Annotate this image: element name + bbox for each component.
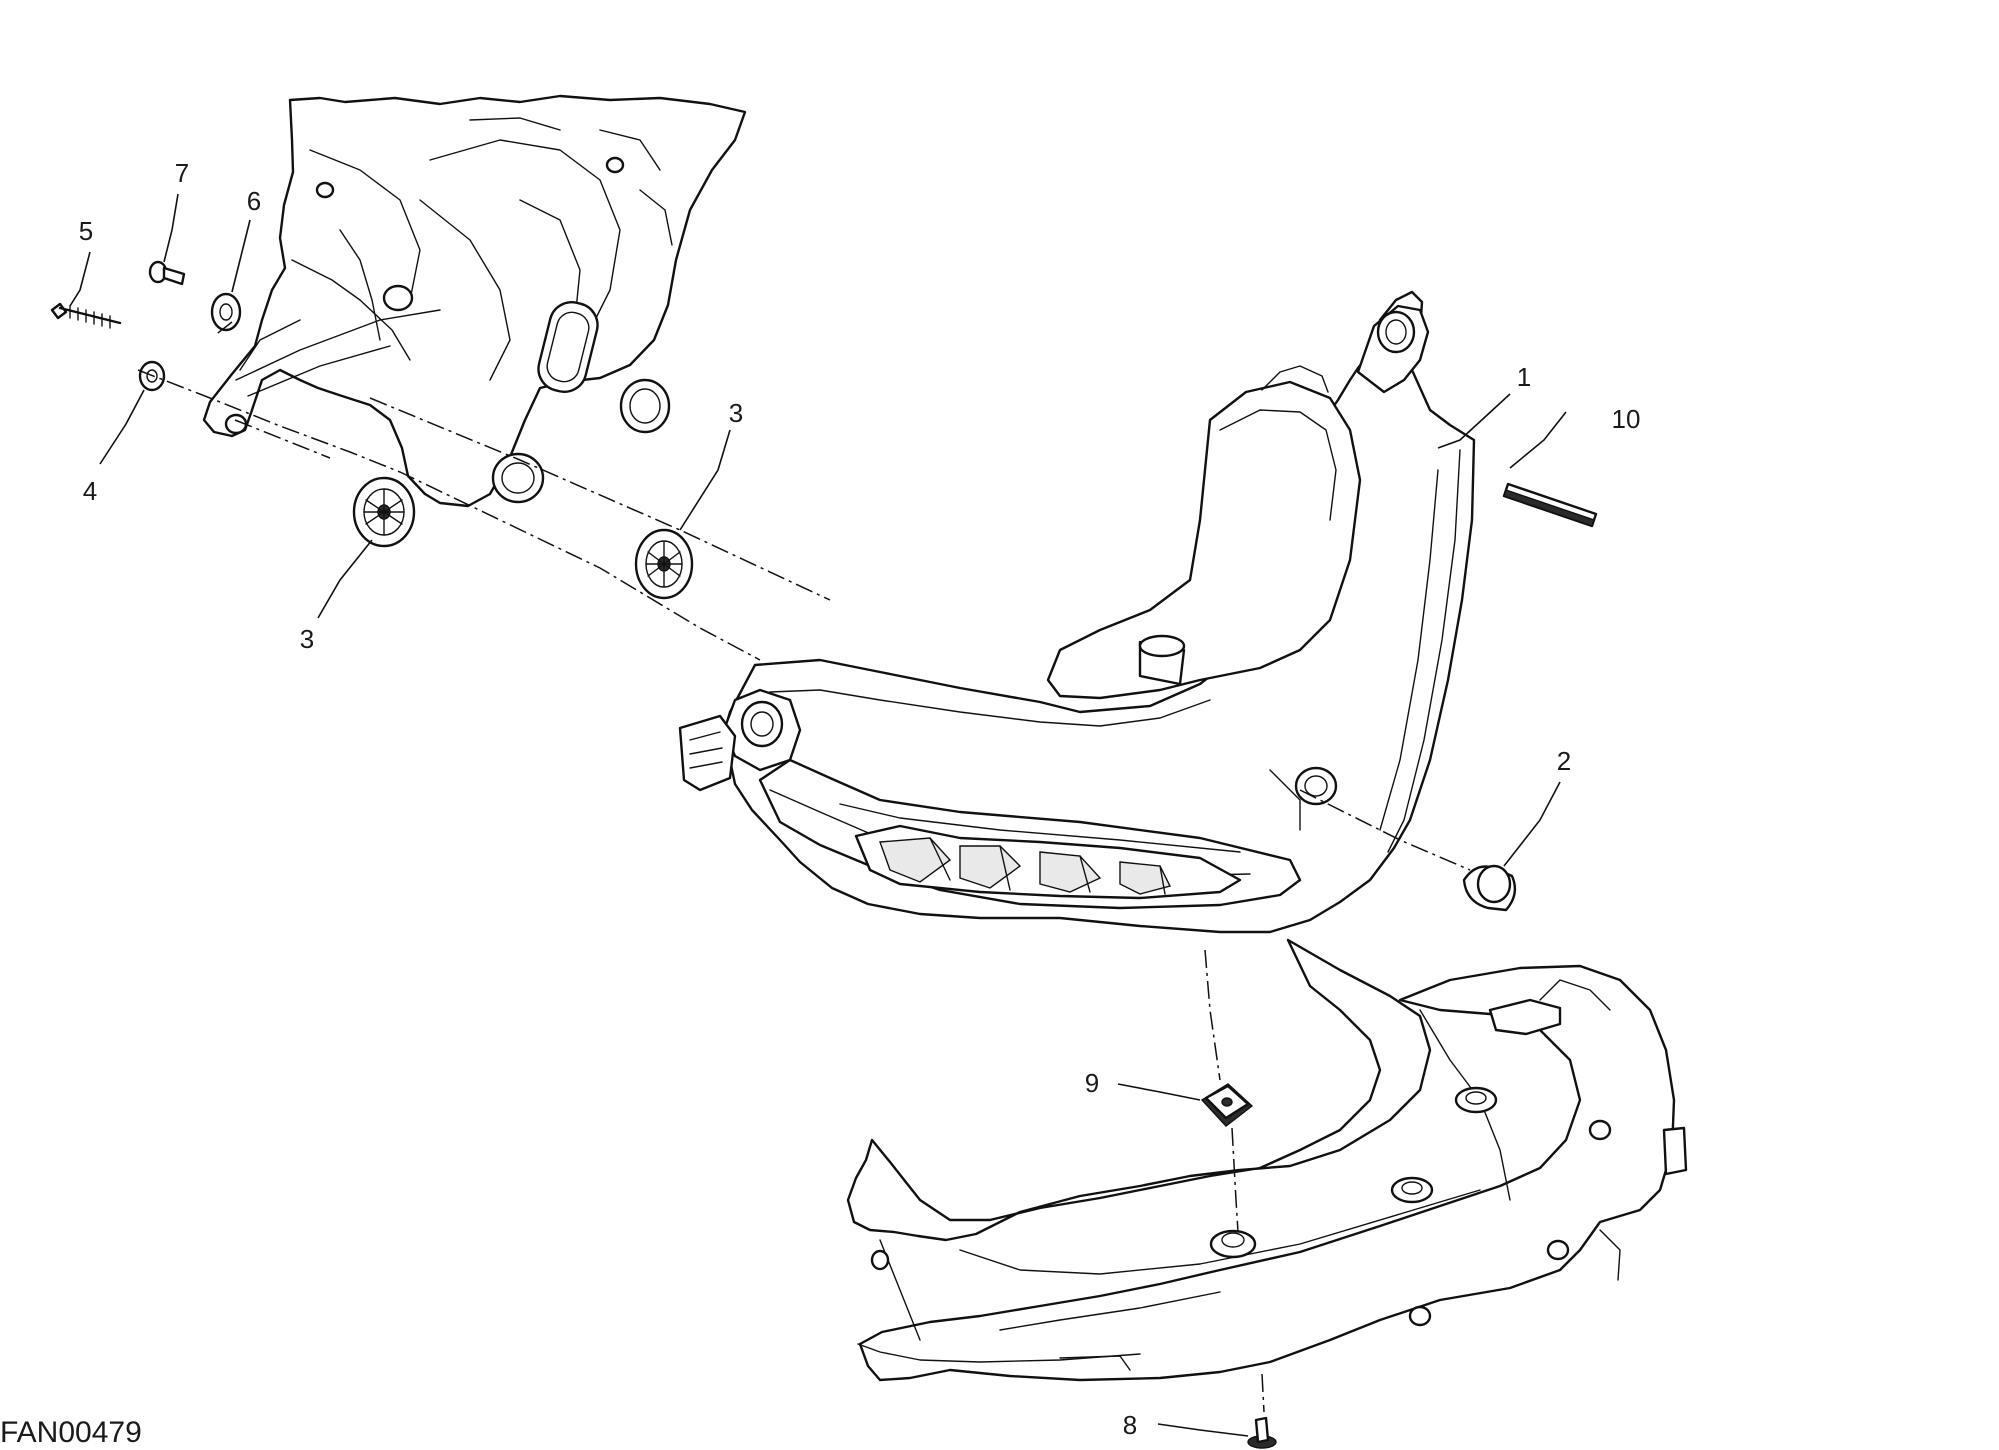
callout-3-left: 3	[300, 624, 314, 654]
screw-part-7	[148, 260, 186, 286]
callout-6: 6	[247, 186, 261, 216]
washer-part-6	[210, 292, 242, 332]
callout-8: 8	[1123, 1410, 1137, 1440]
drawing-code: FAN00479	[0, 1416, 142, 1449]
grommet-part-2	[1462, 864, 1517, 912]
callout-3-right: 3	[729, 398, 743, 428]
callout-4: 4	[83, 476, 97, 506]
headlight-assembly	[678, 290, 1476, 934]
grommet-part-3-left	[352, 476, 416, 548]
assembly-axes	[137, 321, 1471, 1413]
frame-bracket	[202, 94, 747, 508]
strip-part-10	[1502, 482, 1598, 528]
callout-1: 1	[1517, 362, 1531, 392]
callout-labels: 1 2 3 3 4 5 6 7 8 9 10	[79, 158, 1641, 1440]
callout-9: 9	[1085, 1068, 1099, 1098]
callout-2: 2	[1557, 746, 1571, 776]
leader-lines	[69, 193, 1567, 1437]
callout-10: 10	[1612, 404, 1641, 434]
screw-part-8	[1247, 1416, 1277, 1449]
clip-nut-part-9	[1200, 1083, 1254, 1127]
lower-fairing	[846, 938, 1688, 1382]
grommet-part-3-right	[634, 528, 694, 600]
callout-5: 5	[79, 216, 93, 246]
callout-7: 7	[175, 158, 189, 188]
screw-part-5	[50, 302, 122, 329]
